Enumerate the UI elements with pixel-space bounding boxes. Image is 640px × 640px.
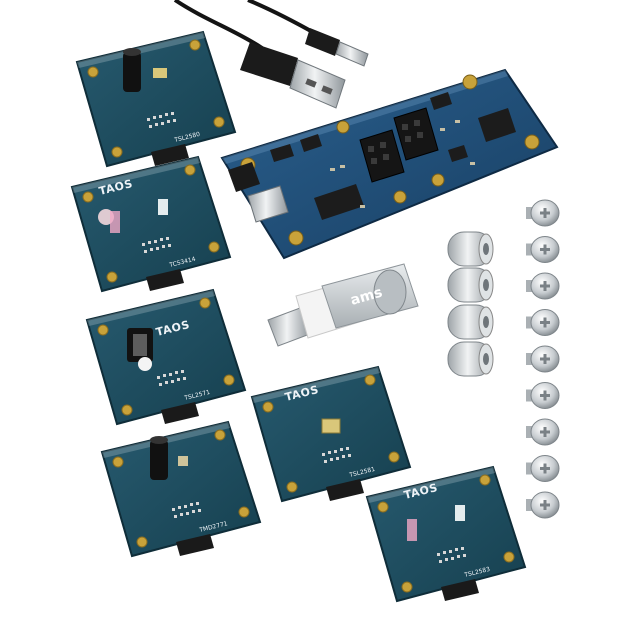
sensor-module-5: TMD2771 bbox=[101, 421, 261, 557]
usb-mini-plug bbox=[305, 28, 369, 67]
main-controller-board bbox=[220, 68, 559, 260]
standoff bbox=[447, 341, 494, 377]
sensor-lens-barrel bbox=[123, 52, 141, 92]
sensor-module-1: TSL2580 bbox=[76, 31, 236, 167]
board-power-jack bbox=[228, 162, 260, 192]
standoff bbox=[447, 304, 494, 340]
ic-chip-large bbox=[314, 184, 364, 220]
screw bbox=[526, 309, 560, 336]
screws bbox=[526, 199, 560, 519]
standoffs bbox=[447, 231, 494, 377]
usb-cable bbox=[173, 0, 369, 109]
board-usb-port bbox=[247, 185, 289, 223]
pin-header-left bbox=[359, 129, 405, 183]
screw bbox=[526, 236, 560, 263]
sensor-module-2: TAOS TCS3414 bbox=[71, 156, 231, 292]
sensor-module-4: TAOS TSL2581 bbox=[251, 366, 411, 502]
usb-a-plug bbox=[240, 42, 346, 109]
sensor-module-3: TAOS TSL2571 bbox=[86, 289, 246, 425]
screw bbox=[526, 455, 560, 482]
ic-chip-mcu bbox=[478, 108, 516, 142]
screw bbox=[526, 382, 560, 409]
standoff bbox=[447, 267, 494, 303]
screw bbox=[526, 199, 560, 227]
screw bbox=[526, 345, 560, 373]
standoff bbox=[447, 231, 494, 267]
usb-flash-drive: ams bbox=[267, 263, 419, 347]
sensor-lens-barrel bbox=[150, 440, 168, 480]
screw bbox=[526, 491, 560, 519]
screw bbox=[526, 272, 560, 300]
pin-header-right bbox=[393, 107, 439, 161]
screw bbox=[526, 418, 560, 446]
sensor-module-6: TAOS TSL2583 bbox=[366, 466, 526, 602]
